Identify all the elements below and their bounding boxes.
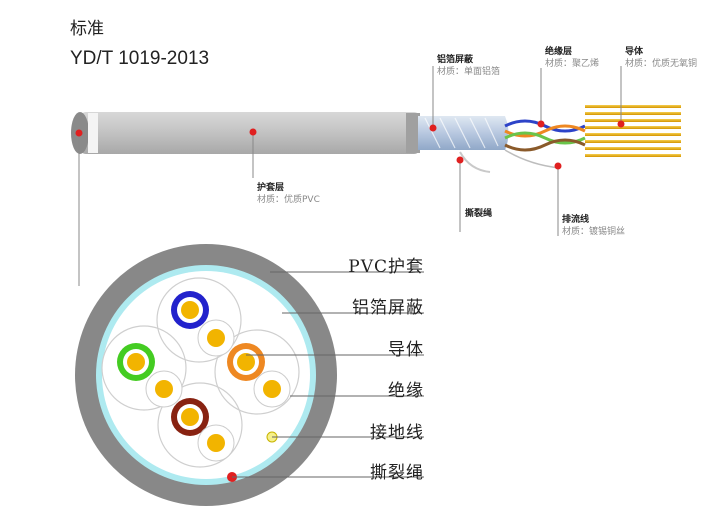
callout-conductor-material: 材质：优质无氧铜 (625, 59, 698, 69)
callout-insulation-material: 材质：聚乙烯 (545, 59, 600, 69)
jacket-end-ring (88, 113, 98, 153)
callout-ripcord-title: 撕裂绳 (465, 209, 493, 219)
callout-foil-title: 铝箔屏蔽 (437, 55, 474, 65)
pair-blue-side (504, 119, 586, 133)
foil-texture (424, 117, 499, 149)
label-foil-shield: 铝箔屏蔽 (352, 298, 424, 318)
pair-groups (101, 277, 300, 468)
inner-core (102, 271, 310, 479)
callout-jacket: 护套层 材质：优质PVC (257, 182, 320, 206)
callout-foil: 铝箔屏蔽 材质：单面铝箔 (437, 54, 500, 78)
cable-cross-section (75, 244, 424, 506)
callout-jacket-material: 材质：优质PVC (257, 195, 320, 205)
label-ripcord: 撕裂绳 (370, 463, 424, 483)
ripcord-side (459, 151, 491, 173)
conductor-orange (237, 353, 255, 371)
foil-shield-side (418, 116, 509, 150)
conductors-side (585, 105, 681, 157)
conductor-brown (181, 408, 199, 426)
callout-conductor-title: 导体 (625, 47, 644, 57)
label-pvc-jacket: PVC护套 (348, 257, 424, 277)
pair-brown-side (504, 138, 586, 152)
label-conductor: 导体 (388, 340, 424, 360)
callout-drain: 排流线 材质：镀锡铜丝 (562, 214, 625, 238)
label-ground-wire: 接地线 (370, 423, 424, 443)
drain-wire-side (504, 149, 561, 169)
callout-drain-material: 材质：镀锡铜丝 (562, 227, 626, 237)
callout-conductor: 导体 材质：优质无氧铜 (625, 46, 697, 70)
callout-ripcord: 撕裂绳 (465, 208, 492, 220)
side-markers (75, 120, 625, 170)
cable-side-view (71, 66, 681, 286)
conductor-green (127, 353, 145, 371)
label-insulation: 绝缘 (388, 381, 424, 401)
standard-code: YD/T 1019-2013 (70, 48, 210, 69)
jacket-cut-edge (406, 113, 420, 153)
side-leader-lines (252, 66, 622, 236)
conductor-blue (181, 301, 199, 319)
callout-foil-material: 材质：单面铝箔 (437, 67, 501, 77)
cross-leader-lines (232, 271, 424, 478)
callout-jacket-title: 护套层 (257, 183, 285, 193)
standard-label: 标准 (70, 19, 104, 39)
callout-drain-title: 排流线 (562, 215, 590, 225)
callout-insulation: 绝缘层 材质：聚乙烯 (545, 46, 599, 70)
callout-insulation-title: 绝缘层 (545, 47, 573, 57)
